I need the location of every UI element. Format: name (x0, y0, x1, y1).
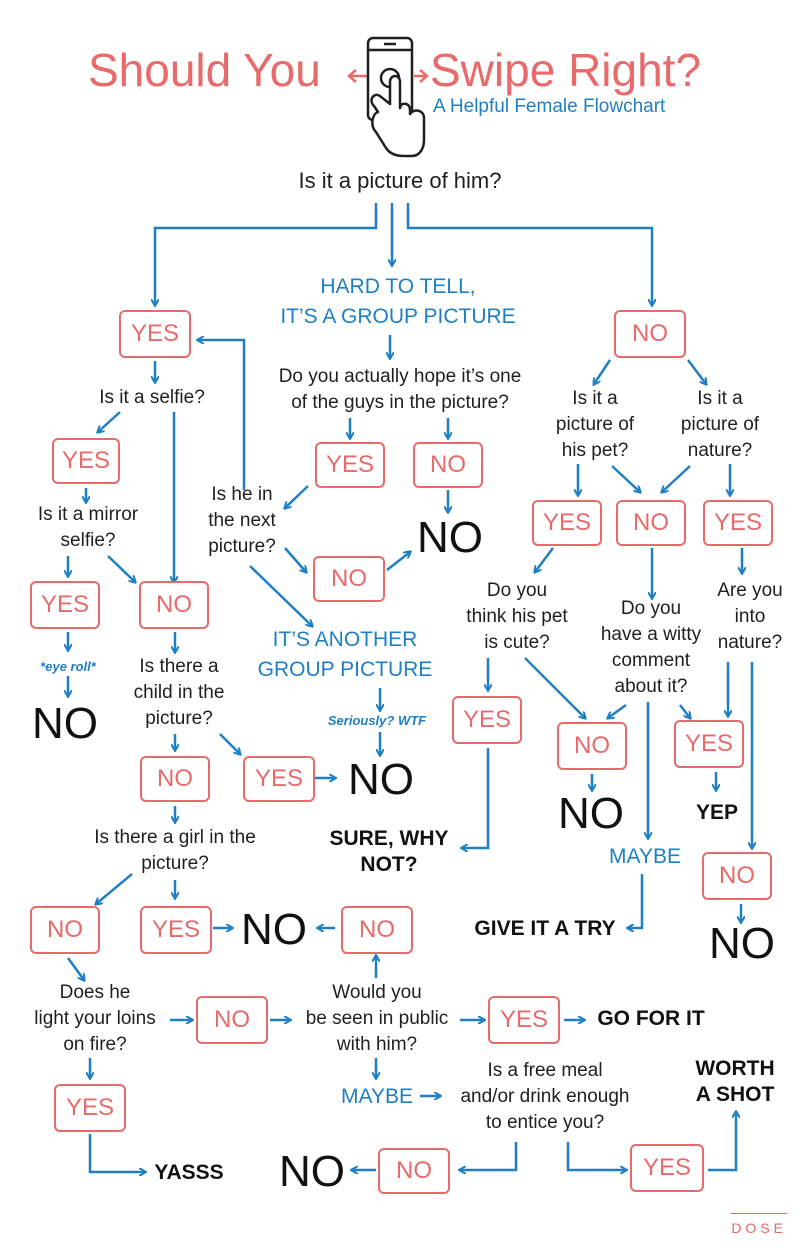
no-box-public-top: NO (341, 906, 413, 954)
question-child: Is there a child in the picture? (133, 656, 225, 729)
worth-a-shot-result: WORTH A SHOT (695, 1057, 775, 1106)
question-mirror: Is it a mirror selfie? (37, 504, 139, 551)
seriously-note: Seriously? WTF (327, 713, 427, 728)
maybe-public-label: MAYBE (341, 1085, 413, 1108)
eye-roll-note: *eye roll* (40, 659, 96, 674)
yes-box-selfie: YES (52, 438, 120, 484)
no-box-loins: NO (196, 996, 268, 1044)
yes-box-pet: YES (532, 500, 602, 546)
yep-result: YEP (695, 801, 739, 824)
give-it-a-try-result: GIVE IT A TRY (474, 917, 616, 940)
brand-logo: DOSE (731, 1213, 787, 1236)
question-into-nature: Are you into nature? (717, 580, 783, 653)
hard-to-tell-label: HARD TO TELL, IT’S A GROUP PICTURE (280, 275, 516, 328)
big-no-meal: NO (279, 1147, 345, 1196)
no-box-cute: NO (557, 722, 627, 770)
no-box-meal: NO (378, 1148, 450, 1194)
subtitle: A Helpful Female Flowchart (433, 96, 666, 117)
no-box-hope: NO (413, 442, 483, 488)
big-no-mirror: NO (32, 699, 98, 748)
question-pet: Is it a picture of his pet? (555, 388, 635, 461)
sure-why-not-result: SURE, WHY NOT? (329, 827, 449, 876)
no-box-mirror: NO (139, 581, 209, 629)
title-right: Swipe Right? (430, 44, 702, 96)
yasss-result: YASSS (154, 1161, 224, 1184)
question-selfie: Is it a selfie? (99, 387, 205, 408)
yes-box-public: YES (488, 996, 560, 1044)
question-loins: Does he light your loins on fire? (34, 982, 156, 1055)
maybe-witty-label: MAYBE (609, 845, 681, 868)
big-no-into: NO (709, 919, 775, 968)
go-for-it-result: GO FOR IT (597, 1007, 705, 1030)
big-no-cute: NO (558, 789, 624, 838)
question-picture-of-him: Is it a picture of him? (298, 168, 502, 193)
yes-box-picture: YES (119, 310, 191, 358)
big-no-child: NO (348, 755, 414, 804)
question-next-picture: Is he in the next picture? (208, 484, 276, 557)
no-box-child: NO (140, 756, 210, 802)
no-box-next: NO (313, 556, 385, 602)
yes-box-meal: YES (630, 1144, 704, 1192)
yes-box-child: YES (243, 756, 315, 802)
another-group-label: IT’S ANOTHER GROUP PICTURE (257, 628, 433, 681)
no-box-into: NO (702, 852, 772, 900)
question-pet-cute: Do you think his pet is cute? (466, 580, 568, 653)
question-witty: Do you have a witty comment about it? (600, 598, 702, 697)
yes-box-mirror: YES (30, 581, 100, 629)
yes-box-cute: YES (452, 696, 522, 744)
question-nature: Is it a picture of nature? (680, 388, 760, 461)
big-no-hope: NO (417, 513, 483, 562)
yes-box-girl: YES (140, 906, 212, 954)
yes-box-hope: YES (315, 442, 385, 488)
question-hope: Do you actually hope it’s one of the guy… (278, 366, 522, 413)
no-box-picture: NO (614, 310, 686, 358)
yes-box-loins: YES (54, 1084, 126, 1132)
no-box-girl: NO (30, 906, 100, 954)
question-public: Would you be seen in public with him? (305, 982, 449, 1055)
no-box-center: NO (616, 500, 686, 546)
question-girl: Is there a girl in the picture? (94, 827, 256, 874)
question-meal: Is a free meal and/or drink enough to en… (460, 1060, 630, 1133)
yes-box-nature: YES (703, 500, 773, 546)
hand-swipe-phone-icon (366, 36, 426, 158)
big-no-girl: NO (241, 905, 307, 954)
title-left: Should You (88, 44, 321, 96)
yes-box-witty: YES (674, 720, 744, 768)
